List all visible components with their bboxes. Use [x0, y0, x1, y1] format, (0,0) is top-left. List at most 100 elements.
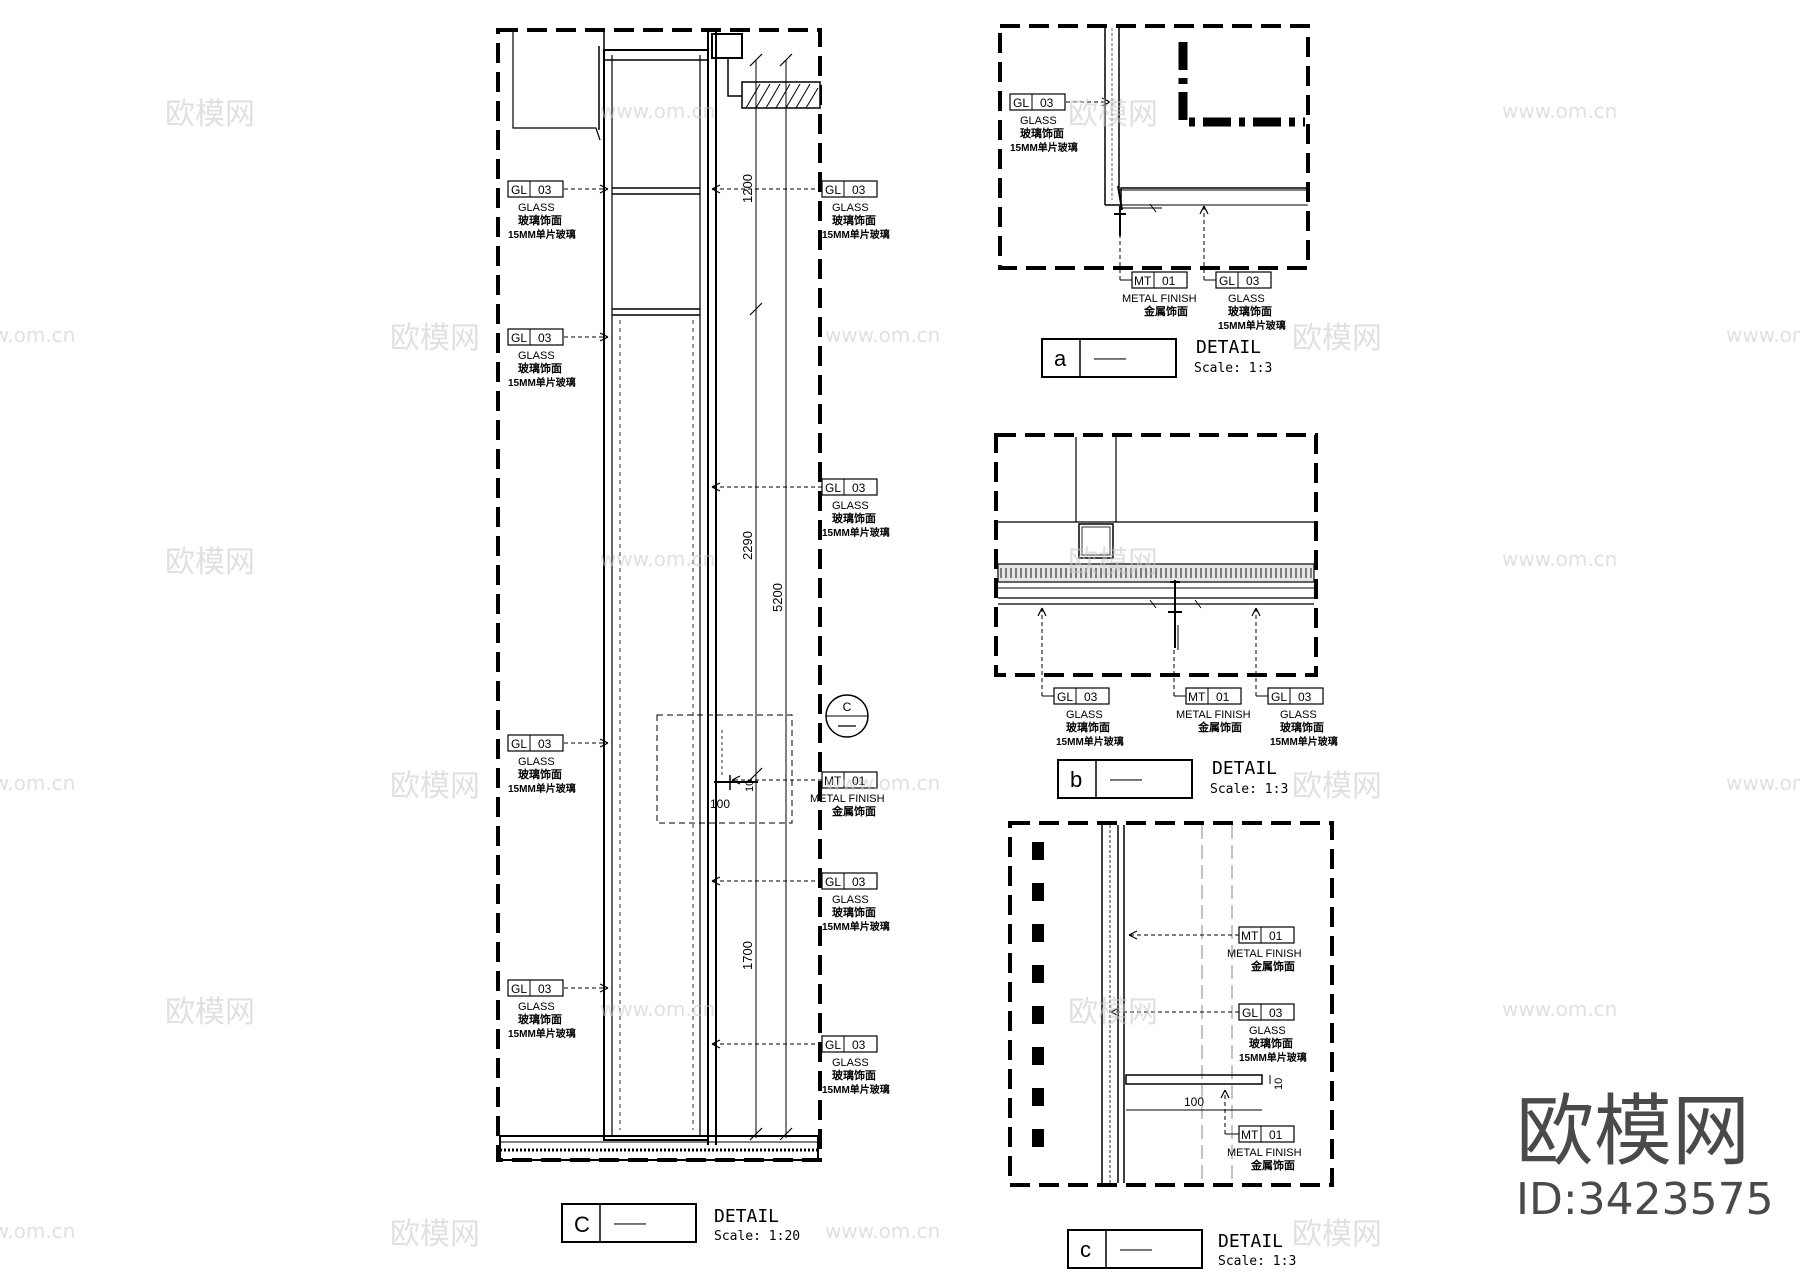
tag-line1: GLASS — [832, 202, 869, 214]
tag-num: 03 — [852, 875, 866, 889]
watermark-site: www.om.cn — [0, 1219, 75, 1243]
tag-gl-right-1: GL 03 GLASS 玻璃饰面 15MM单片玻璃 — [711, 180, 890, 241]
title-letter: b — [1070, 767, 1082, 792]
tag-num: 03 — [538, 183, 552, 197]
tag-line2: 玻璃饰面 — [1066, 720, 1110, 734]
tag-code: GL — [511, 331, 527, 345]
tag-code: GL — [1219, 274, 1235, 288]
watermark-site: www.om.cn — [0, 323, 75, 347]
watermark-site: www.om.cn — [600, 997, 715, 1021]
watermark-site: www.om.cn — [1502, 997, 1617, 1021]
detail-b-tube — [1078, 523, 1114, 559]
detail-b-fin — [1168, 580, 1182, 648]
tag-line3: 15MM单片玻璃 — [1239, 1051, 1307, 1064]
detail-b-tube-inner — [1081, 526, 1111, 556]
tag-mt-right-1: MT 01 METAL FINISH 金属饰面 — [731, 771, 885, 818]
dim-10-main: 10 — [744, 780, 756, 792]
tag-line1: GLASS — [518, 350, 555, 362]
tag-line2: 玻璃饰面 — [1249, 1036, 1293, 1050]
tag-code: GL — [511, 982, 527, 996]
title-detail: DETAIL — [1212, 758, 1277, 779]
tag-code: GL — [1057, 690, 1073, 704]
section-callout-letter: C — [843, 700, 852, 714]
dim-1700: 1700 — [740, 941, 755, 970]
tag-line2: 玻璃饰面 — [1020, 126, 1064, 140]
tag-code: GL — [1242, 1006, 1258, 1020]
title-block-c: c —— DETAIL Scale: 1:3 — [1067, 1229, 1296, 1269]
detail-a-corner — [1105, 187, 1308, 206]
tag-num: 03 — [1269, 1006, 1283, 1020]
dim-10-detail: 10 — [1273, 1078, 1285, 1090]
dim-1200: 1200 — [740, 174, 755, 203]
tag-num: 03 — [538, 331, 552, 345]
title-dash: —— — [1110, 771, 1142, 788]
detail-c-bar-dim — [1126, 1075, 1271, 1111]
top-cap — [603, 49, 709, 61]
tag-code: MT — [1241, 1128, 1259, 1142]
title-scale: Scale: 1:3 — [1194, 361, 1272, 376]
detail-b-tag-gl-right: GL 03 GLASS 玻璃饰面 15MM单片玻璃 — [1251, 607, 1338, 748]
tag-num: 03 — [852, 183, 866, 197]
tag-num: 03 — [852, 481, 866, 495]
tag-line1: GLASS — [518, 202, 555, 214]
tag-code: MT — [824, 774, 842, 788]
title-letter: a — [1054, 346, 1067, 371]
tag-line2: 玻璃饰面 — [518, 213, 562, 227]
watermark-brand: 欧模网 — [1292, 769, 1382, 804]
title-letter: C — [574, 1212, 590, 1237]
tag-num: 01 — [852, 774, 866, 788]
tag-line1: GLASS — [518, 756, 555, 768]
watermark-site: www.om.cn — [1726, 771, 1800, 795]
watermark-brand: 欧模网 — [1068, 97, 1158, 132]
tag-gl-right-3: GL 03 GLASS 玻璃饰面 15MM单片玻璃 — [711, 872, 890, 933]
title-block-main: C —— DETAIL Scale: 1:20 — [561, 1203, 800, 1244]
tag-code: GL — [825, 183, 841, 197]
tag-code: GL — [511, 183, 527, 197]
watermark-brand: 欧模网 — [165, 545, 255, 580]
tag-code: MT — [1241, 929, 1259, 943]
title-detail: DETAIL — [1196, 337, 1261, 358]
bottom-base — [499, 1135, 819, 1161]
tag-line2: 金属饰面 — [1143, 304, 1188, 318]
watermark-site: www.om.cn — [1502, 99, 1617, 123]
tag-line3: 15MM单片玻璃 — [1010, 141, 1078, 154]
dim-ticks — [749, 53, 793, 1141]
detail-c-tag-mt-bottom: MT 01 METAL FINISH 金属饰面 — [1220, 1089, 1302, 1172]
watermark-brand: 欧模网 — [1068, 545, 1158, 580]
top-left-bracket — [512, 32, 601, 141]
tag-line1: GLASS — [832, 894, 869, 906]
tag-line3: 15MM单片玻璃 — [508, 1027, 576, 1040]
tag-line3: 15MM单片玻璃 — [508, 228, 576, 241]
title-letter: c — [1080, 1237, 1091, 1262]
tag-line2: 金属饰面 — [831, 804, 876, 818]
tag-code: GL — [1013, 96, 1029, 110]
watermark-brand: 欧模网 — [1292, 1217, 1382, 1252]
title-scale: Scale: 1:3 — [1210, 782, 1288, 797]
tag-line2: 玻璃饰面 — [1228, 304, 1272, 318]
watermark-brand: 欧模网 — [165, 97, 255, 132]
tag-line1: GLASS — [1249, 1025, 1286, 1037]
top-right-slab — [741, 81, 821, 109]
dim-2290: 2290 — [740, 531, 755, 560]
tag-line1: GLASS — [518, 1001, 555, 1013]
tag-line1: METAL FINISH — [1176, 709, 1251, 721]
watermark-brand: 欧模网 — [390, 1217, 480, 1252]
detail-c-tag-mt-top: MT 01 METAL FINISH 金属饰面 — [1128, 926, 1302, 973]
brand-id-text: ID:3423575 — [1516, 1174, 1774, 1225]
tag-gl-right-2: GL 03 GLASS 玻璃饰面 15MM单片玻璃 — [711, 478, 890, 539]
dim-100-main: 100 — [710, 797, 730, 811]
tag-num: 01 — [1162, 274, 1176, 288]
detail-c-tag-gl: GL 03 GLASS 玻璃饰面 15MM单片玻璃 — [1110, 1003, 1307, 1064]
watermark-brand: 欧模网 — [390, 321, 480, 356]
tag-line2: 金属饰面 — [1197, 720, 1242, 734]
tag-num: 03 — [852, 1038, 866, 1052]
tag-line3: 15MM单片玻璃 — [822, 526, 890, 539]
dim-100-detail: 100 — [1184, 1095, 1204, 1109]
watermark-site: www.om.cn — [600, 547, 715, 571]
tag-num: 01 — [1216, 690, 1230, 704]
tag-line3: 15MM单片玻璃 — [1056, 735, 1124, 748]
tag-num: 03 — [538, 982, 552, 996]
tag-num: 03 — [1084, 690, 1098, 704]
watermark-site: www.om.cn — [1726, 323, 1800, 347]
